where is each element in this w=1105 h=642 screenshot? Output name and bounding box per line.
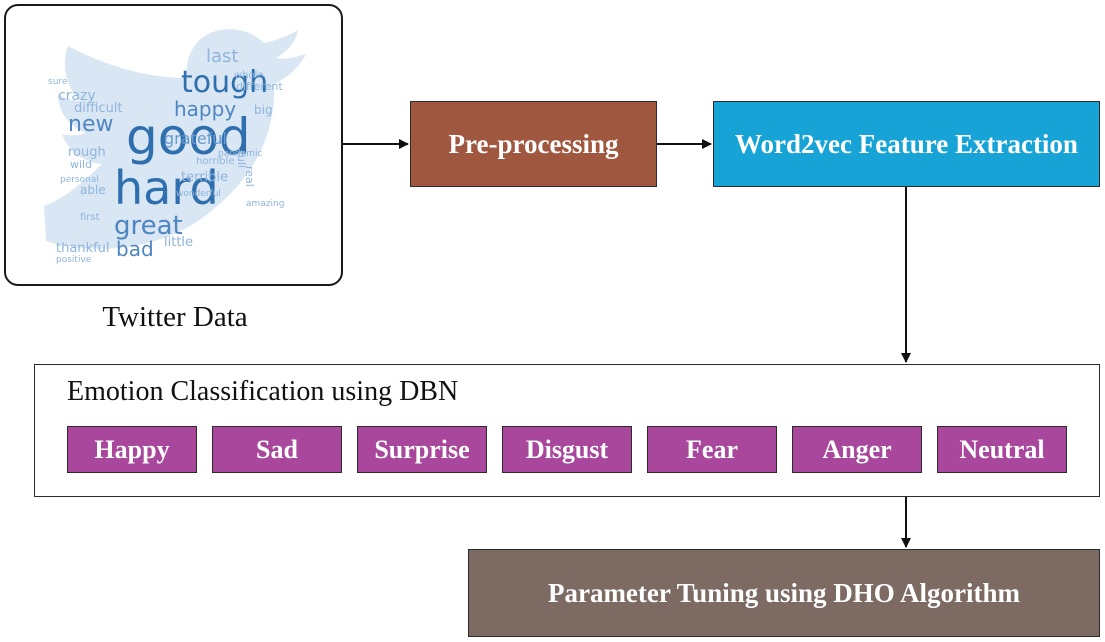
emotion-neutral-box: Neutral: [937, 426, 1067, 473]
emotion-anger-box: Anger: [792, 426, 922, 473]
cloud-word-good: good: [126, 108, 251, 166]
cloud-word-whole: whole: [234, 70, 264, 81]
twitter-bird-icon: [44, 29, 306, 249]
emotion-surprise-box: Surprise: [357, 426, 487, 473]
cloud-word-thankful: thankful: [56, 241, 110, 256]
cloud-word-rough: rough: [68, 145, 106, 160]
twitter-data-caption: Twitter Data: [102, 301, 248, 333]
preprocessing-box: Pre-processing: [410, 101, 657, 187]
emotion-sad-box: Sad: [212, 426, 342, 473]
cloud-word-grateful: grateful: [164, 129, 227, 148]
emotion-fear-box: Fear: [647, 426, 777, 473]
cloud-word-terrible: terrible: [181, 170, 228, 185]
cloud-word-bad: bad: [116, 237, 154, 261]
cloud-word-sure: sure: [48, 77, 68, 87]
cloud-word-first: first: [80, 212, 100, 223]
cloud-word-last: last: [206, 46, 238, 67]
cloud-word-happy: happy: [174, 97, 236, 121]
cloud-word-big: big: [254, 103, 273, 117]
cloud-word-able: able: [80, 183, 106, 197]
cloud-word-real: real: [243, 166, 256, 187]
cloud-word-crazy: crazy: [58, 88, 96, 104]
parameter-tuning-box: Parameter Tuning using DHO Algorithm: [468, 549, 1100, 637]
cloud-word-personal: personal: [60, 175, 99, 185]
cloud-word-amazing: amazing: [246, 199, 284, 209]
cloud-word-difficult: difficult: [74, 101, 123, 116]
cloud-word-different: different: [236, 80, 283, 93]
cloud-word-wonderful: wonderful: [176, 189, 221, 199]
cloud-word-full: full: [235, 151, 248, 168]
emotion-happy-box: Happy: [67, 426, 197, 473]
emotion-classification-title: Emotion Classification using DBN: [67, 376, 459, 407]
emotion-disgust-box: Disgust: [502, 426, 632, 473]
cloud-word-new: new: [68, 112, 113, 137]
cloud-word-great: great: [114, 211, 183, 241]
cloud-word-horrible: horrible: [196, 156, 235, 167]
cloud-word-pandemic: pandemic: [218, 149, 262, 159]
word2vec-feature-extraction-box: Word2vec Feature Extraction: [713, 101, 1100, 187]
cloud-word-wild: wild: [70, 158, 92, 171]
cloud-word-hard: hard: [114, 161, 219, 215]
cloud-word-positive: positive: [56, 255, 92, 265]
cloud-word-little: little: [164, 235, 193, 250]
cloud-word-tough: tough: [181, 65, 268, 100]
